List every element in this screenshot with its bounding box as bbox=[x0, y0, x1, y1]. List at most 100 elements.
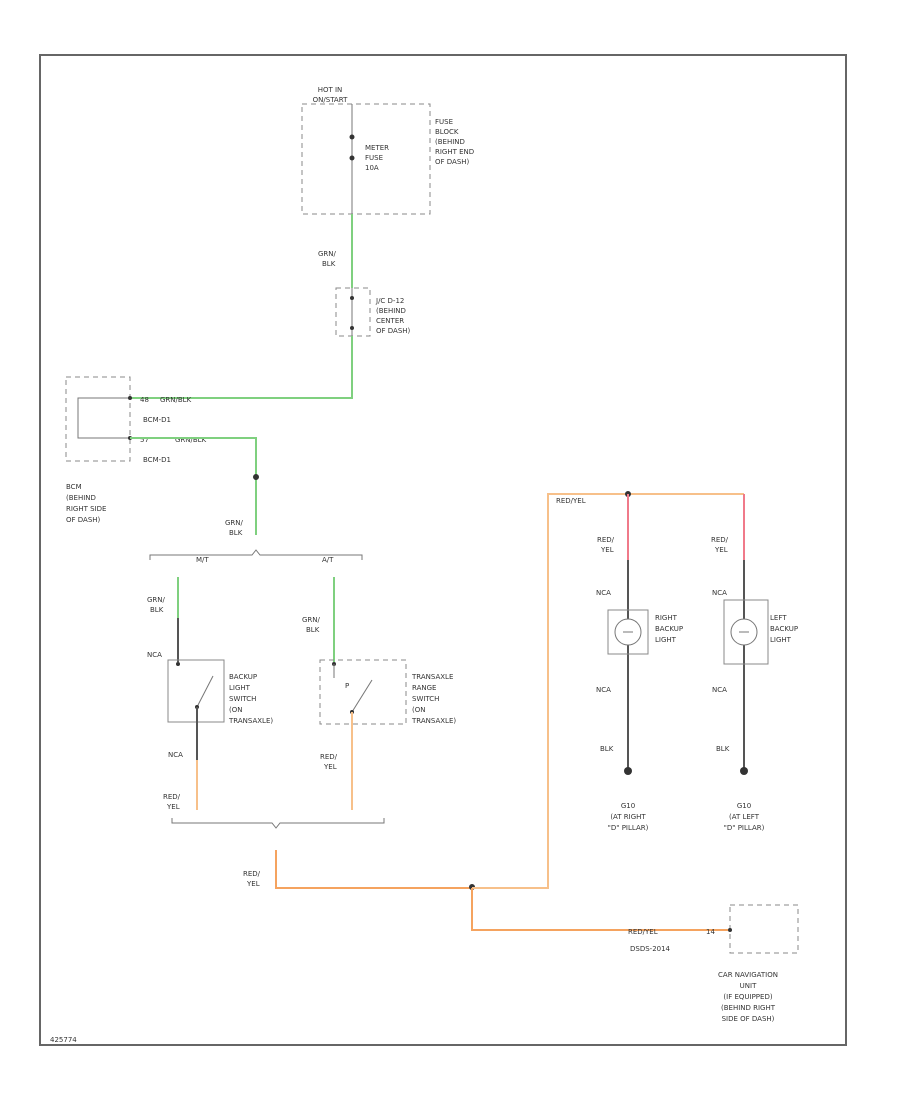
left-light-ground-icon bbox=[740, 767, 748, 775]
backup-switch-name-1: BACKUP bbox=[229, 673, 257, 681]
nav-name-1: CAR NAVIGATION bbox=[718, 971, 778, 979]
backup-switch-wire-top-2: BLK bbox=[150, 606, 164, 614]
jc-terminal-top bbox=[350, 296, 354, 300]
fuse-block: HOT IN ON/START METER FUSE 10A FUSE BLOC… bbox=[301, 86, 474, 215]
wire-jc-to-bcm bbox=[130, 336, 353, 399]
bcm-pin-48: 48 bbox=[140, 396, 149, 404]
jc-label-2: (BEHIND bbox=[376, 307, 406, 315]
bcm-location-1: BCM bbox=[66, 483, 82, 491]
bcm-pin-57: 57 bbox=[140, 436, 149, 444]
bcm-internal-link bbox=[77, 397, 130, 439]
bcm-location-3: RIGHT SIDE bbox=[66, 505, 106, 513]
backup-switch-name-5: TRANSAXLE) bbox=[228, 717, 273, 725]
backup-switch-name-4: (ON bbox=[229, 706, 242, 714]
splice-bcm-out bbox=[253, 474, 259, 480]
backup-switch-wire-top-1: GRN/ bbox=[147, 596, 166, 604]
fuse-terminal-bottom bbox=[349, 155, 355, 161]
backup-switch-name-2: LIGHT bbox=[229, 684, 251, 692]
fuse-block-box bbox=[301, 103, 431, 215]
backup-switch-wire-bottom-1: RED/ bbox=[163, 793, 181, 801]
backup-switch-wire-bottom-2: YEL bbox=[166, 803, 180, 811]
branch-mt-label: M/T bbox=[196, 556, 209, 564]
right-backup-light: RED/ YEL NCA RIGHT BACKUP LIGHT NCA BLK … bbox=[596, 494, 683, 832]
right-light-wire-1: RED/ bbox=[597, 536, 615, 544]
wire-grn-blk-2-line1: GRN/ bbox=[225, 519, 244, 527]
wire-red-yel-to-lights bbox=[472, 493, 744, 889]
car-navigation-unit: RED/YEL 14 DSDS-2014 CAR NAVIGATION UNIT… bbox=[628, 904, 799, 1023]
fuse-block-location-2: BLOCK bbox=[435, 128, 459, 136]
range-switch-name-4: (ON bbox=[412, 706, 425, 714]
backup-switch-conn-bottom: NCA bbox=[168, 751, 183, 759]
junction-connector-d12: J/C D-12 (BEHIND CENTER OF DASH) bbox=[335, 287, 411, 337]
wire-grn-blk-1-line2: BLK bbox=[322, 260, 336, 268]
jc-label-4: OF DASH) bbox=[376, 327, 411, 335]
nav-pin: 14 bbox=[706, 928, 715, 936]
diagram-reference-number: 425774 bbox=[50, 1036, 77, 1044]
jc-label-1: J/C D-12 bbox=[375, 297, 404, 305]
left-light-name-1: LEFT bbox=[770, 614, 787, 622]
range-switch-name-1: TRANSAXLE bbox=[411, 673, 453, 681]
wire-grn-blk-2-line2: BLK bbox=[229, 529, 243, 537]
range-switch-contact bbox=[351, 679, 373, 713]
wire-bcm-to-switches bbox=[130, 437, 257, 535]
right-light-conn-bottom: NCA bbox=[596, 686, 611, 694]
nav-name-5: SIDE OF DASH) bbox=[722, 1015, 775, 1023]
brace-top bbox=[149, 549, 363, 560]
left-light-ground-3: "D" PILLAR) bbox=[724, 824, 765, 832]
fuse-label-line3: 10A bbox=[365, 164, 379, 172]
nav-name-4: (BEHIND RIGHT bbox=[721, 1004, 776, 1012]
left-light-wire-2: YEL bbox=[714, 546, 728, 554]
left-light-name-3: LIGHT bbox=[770, 636, 792, 644]
left-light-ground-wire: BLK bbox=[716, 745, 730, 753]
range-switch-name-2: RANGE bbox=[412, 684, 436, 692]
wire-red-yel-main-2: YEL bbox=[246, 880, 260, 888]
nav-wire-label: RED/YEL bbox=[628, 928, 658, 936]
left-light-ground-1: G10 bbox=[737, 802, 751, 810]
diagram-frame bbox=[39, 54, 847, 1046]
fuse-label-line1: METER bbox=[365, 144, 389, 152]
range-switch-p-mark: P bbox=[345, 682, 349, 690]
bcm-box bbox=[65, 376, 131, 462]
left-light-conn-top: NCA bbox=[712, 589, 727, 597]
nav-terminal bbox=[728, 928, 732, 932]
bcm-pin-57-wire: GRN/BLK bbox=[175, 436, 207, 444]
bcm-location-4: OF DASH) bbox=[66, 516, 101, 524]
right-light-conn-top: NCA bbox=[596, 589, 611, 597]
range-switch-name-3: SWITCH bbox=[412, 695, 439, 703]
right-light-name-1: RIGHT bbox=[655, 614, 678, 622]
left-light-name-2: BACKUP bbox=[770, 625, 798, 633]
range-switch-wire-top-1: GRN/ bbox=[302, 616, 321, 624]
fuse-block-location-1: FUSE bbox=[435, 118, 453, 126]
backup-light-switch: GRN/ BLK NCA BACKUP LIGHT SWITCH (ON TRA… bbox=[147, 577, 273, 811]
right-light-ground-icon bbox=[624, 767, 632, 775]
wire-red-yel-to-nav bbox=[471, 888, 728, 931]
range-switch-wire-bottom-2: YEL bbox=[323, 763, 337, 771]
fuse-block-location-3: (BEHIND bbox=[435, 138, 465, 146]
range-switch-wire-bottom-1: RED/ bbox=[320, 753, 338, 761]
fuse-label-line2: FUSE bbox=[365, 154, 383, 162]
right-light-ground-1: G10 bbox=[621, 802, 635, 810]
right-light-name-3: LIGHT bbox=[655, 636, 677, 644]
bcm-pin-48-dot bbox=[128, 396, 132, 400]
fuse-terminal-top bbox=[349, 134, 355, 140]
backup-switch-conn-top: NCA bbox=[147, 651, 162, 659]
bcm-location-2: (BEHIND bbox=[66, 494, 96, 502]
backup-switch-contact bbox=[196, 675, 214, 708]
right-light-wire-2: YEL bbox=[600, 546, 614, 554]
nav-conn: DSDS-2014 bbox=[630, 945, 671, 953]
right-light-name-2: BACKUP bbox=[655, 625, 683, 633]
bcm-module: 48 GRN/BLK BCM-D1 57 GRN/BLK BCM-D1 BCM … bbox=[65, 376, 207, 524]
right-light-ground-3: "D" PILLAR) bbox=[608, 824, 649, 832]
nav-name-2: UNIT bbox=[740, 982, 757, 990]
bcm-pin-48-conn: BCM-D1 bbox=[143, 416, 171, 424]
transaxle-range-switch: GRN/ BLK P TRANSAXLE RANGE SWITCH (ON TR… bbox=[302, 577, 456, 810]
nav-name-3: (IF EQUIPPED) bbox=[723, 993, 772, 1001]
bcm-pin-48-wire: GRN/BLK bbox=[160, 396, 192, 404]
fuse-block-header-line1: HOT IN bbox=[318, 86, 343, 94]
left-backup-light: RED/ YEL NCA LEFT BACKUP LIGHT NCA BLK G… bbox=[711, 494, 798, 832]
backup-switch-terminal-top bbox=[176, 662, 180, 666]
brace-bottom bbox=[171, 818, 385, 829]
left-light-conn-bottom: NCA bbox=[712, 686, 727, 694]
